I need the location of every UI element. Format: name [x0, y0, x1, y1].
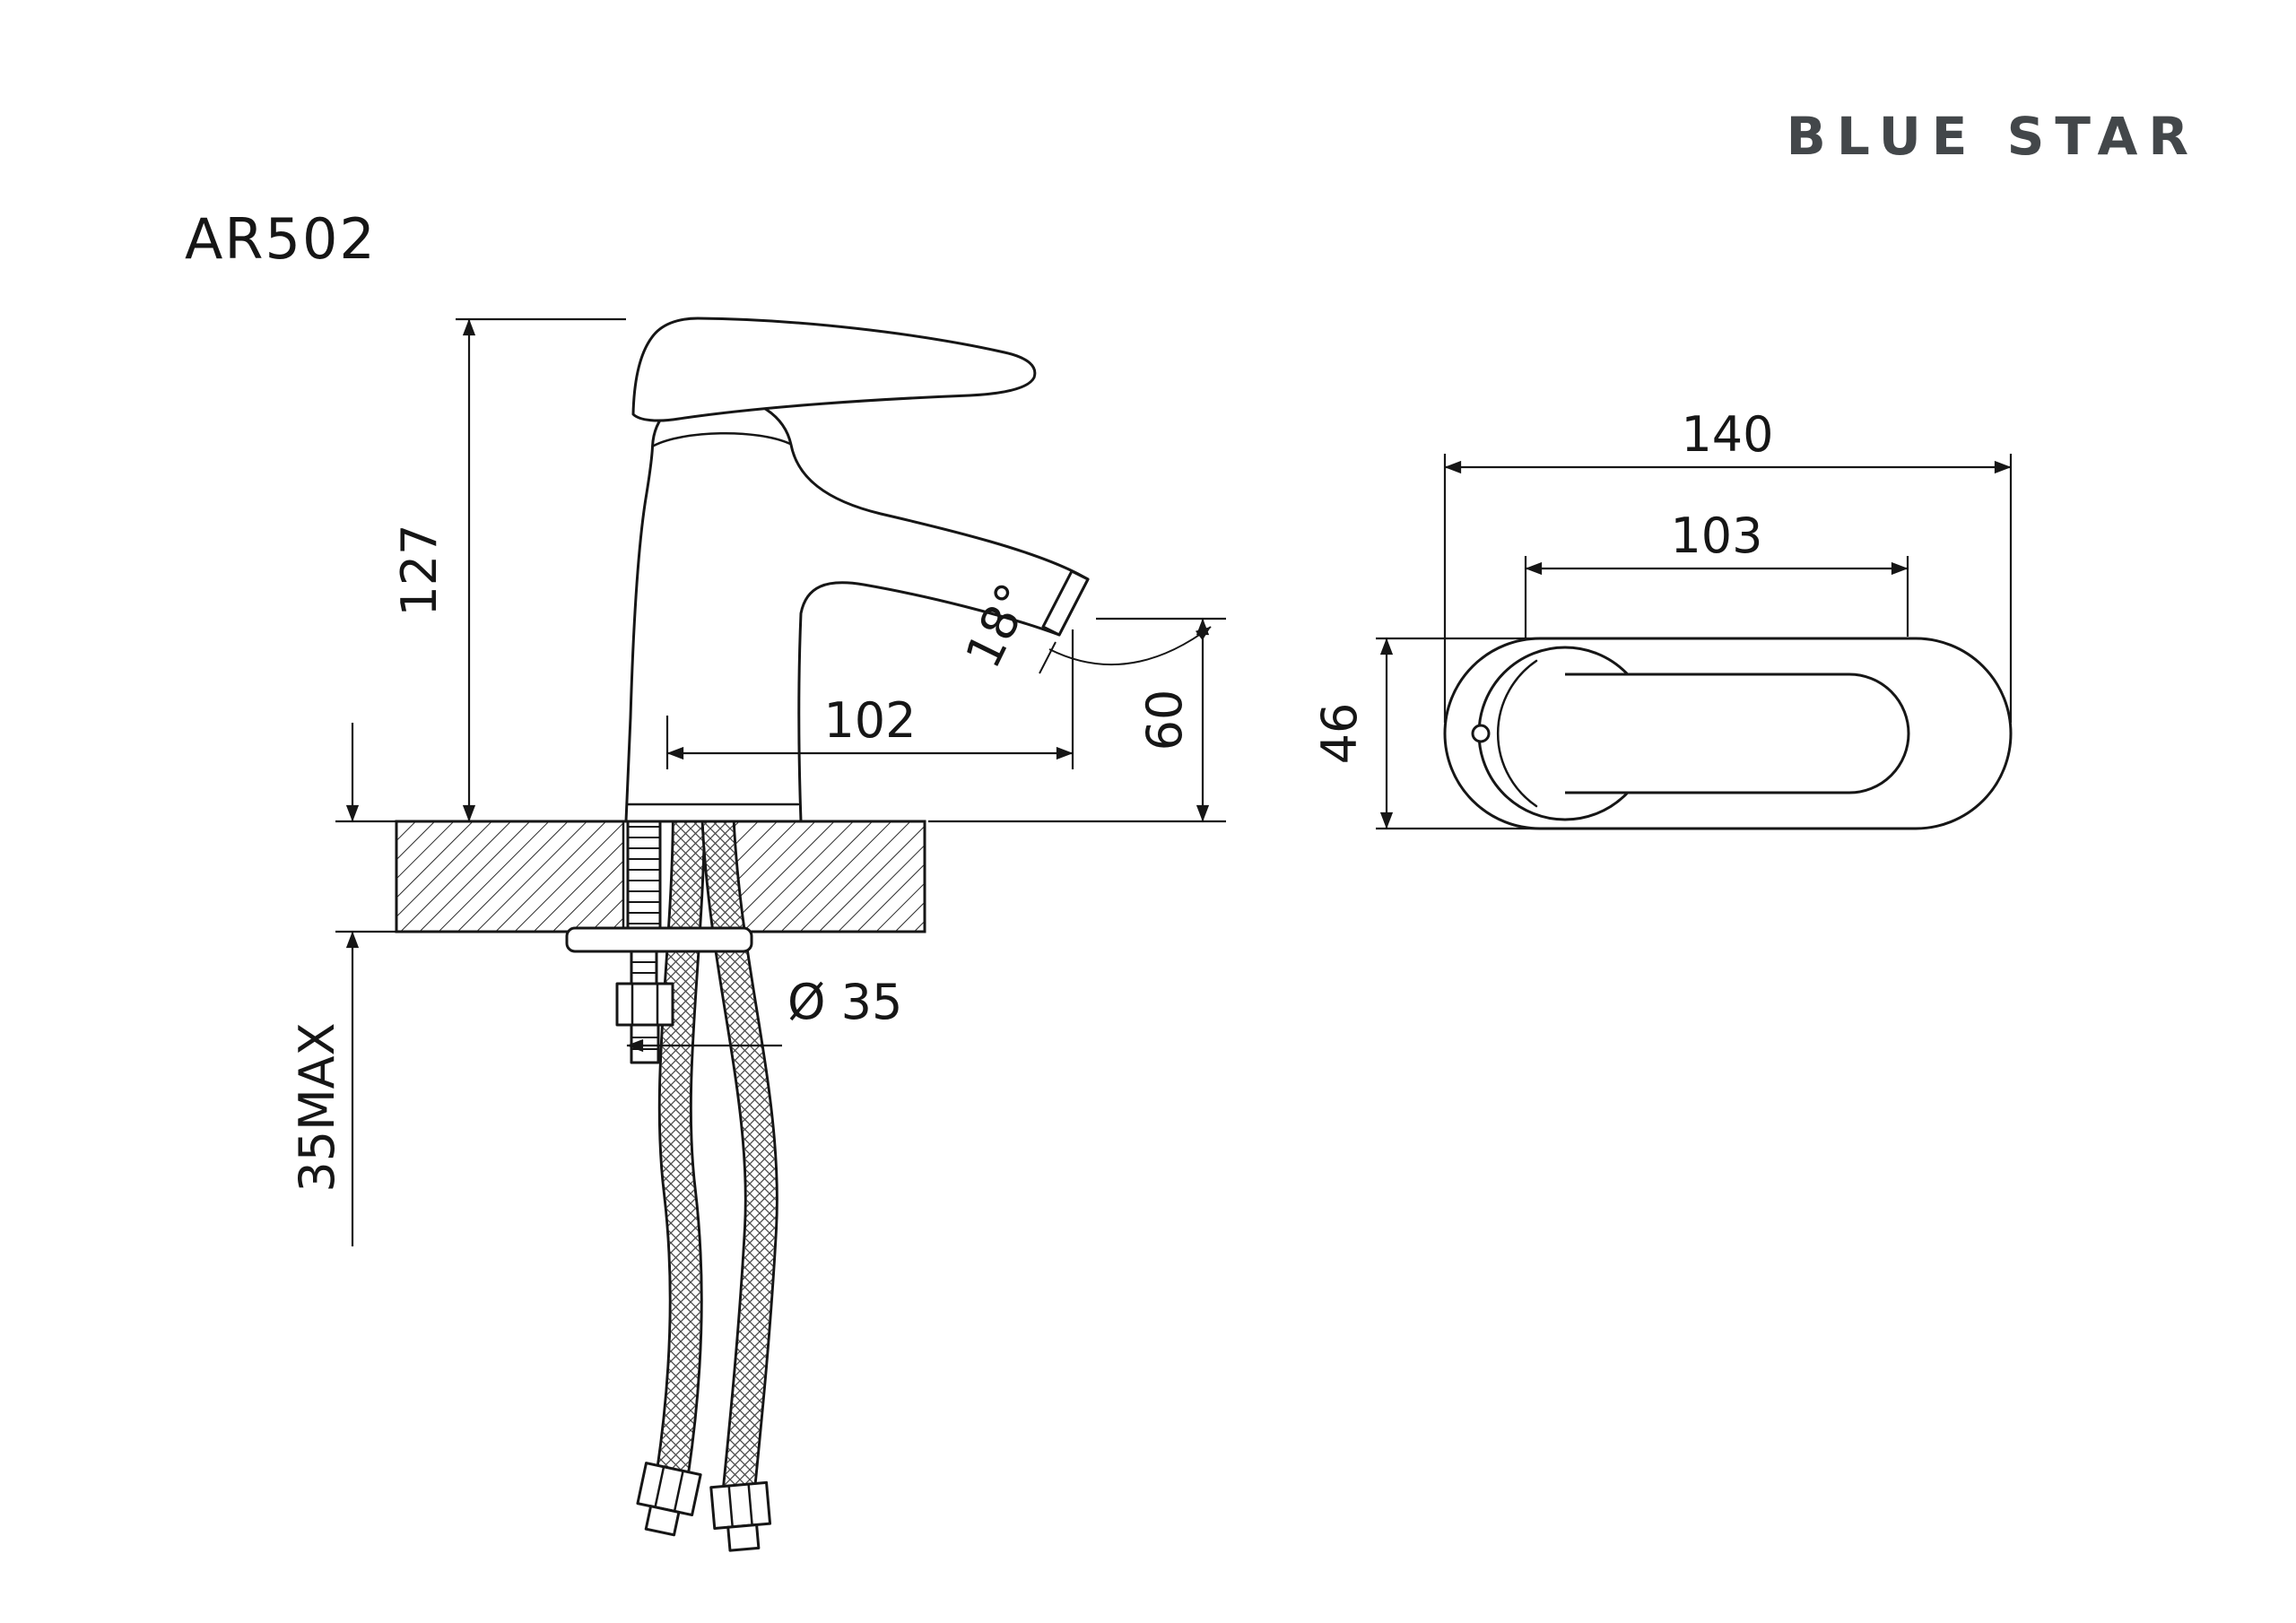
dim-outlet-height-value: 60 [1136, 690, 1193, 751]
spout-aerator [1041, 569, 1090, 637]
hose-fitting-right [709, 1480, 772, 1552]
dim-top-width-value: 46 [1311, 703, 1368, 765]
angle-arc [1048, 626, 1212, 666]
angle-leg-spout [1039, 641, 1057, 674]
mounting-shank [626, 805, 662, 930]
dim-top-length: 140 [1443, 406, 2013, 723]
brand-logo: BLUE STAR [1787, 106, 2199, 167]
dim-hole-diameter-value: Ø 35 [787, 974, 902, 1030]
shank-lower [630, 950, 658, 985]
faucet-top-view [1443, 637, 2013, 830]
top-view-index-dot [1471, 724, 1491, 743]
faucet-side-view [624, 317, 1090, 823]
mounting-plate [565, 926, 753, 953]
cartridge-dome-line [652, 431, 792, 447]
dim-deck-thickness-value: 35MAX [289, 1022, 345, 1192]
dim-top-length-value: 140 [1681, 406, 1773, 463]
dim-hole-diameter: Ø 35 [626, 974, 902, 1053]
model-label: AR502 [185, 206, 377, 272]
top-view-handle-outline [1565, 673, 1910, 794]
shank-stub [630, 1023, 660, 1064]
faucet-handle-outline [631, 317, 1037, 422]
dim-top-width: 46 [1311, 637, 1541, 830]
mounting-hardware [565, 805, 753, 1064]
dim-handle-length: 103 [1524, 508, 1909, 638]
dim-spout-reach-value: 102 [823, 692, 916, 749]
dim-overall-height: 127 [391, 317, 626, 822]
mounting-nut [615, 982, 674, 1027]
dim-spout-reach: 102 [665, 629, 1074, 769]
dim-outlet-height: 60 [928, 617, 1226, 823]
dim-deck-thickness: 35MAX [289, 723, 404, 1246]
top-view-body-arc [1496, 659, 1538, 808]
dim-overall-height-value: 127 [391, 524, 448, 616]
hose-fitting-left [636, 1462, 702, 1537]
dim-handle-length-value: 103 [1670, 508, 1762, 564]
faucet-body-outline [624, 391, 1090, 823]
